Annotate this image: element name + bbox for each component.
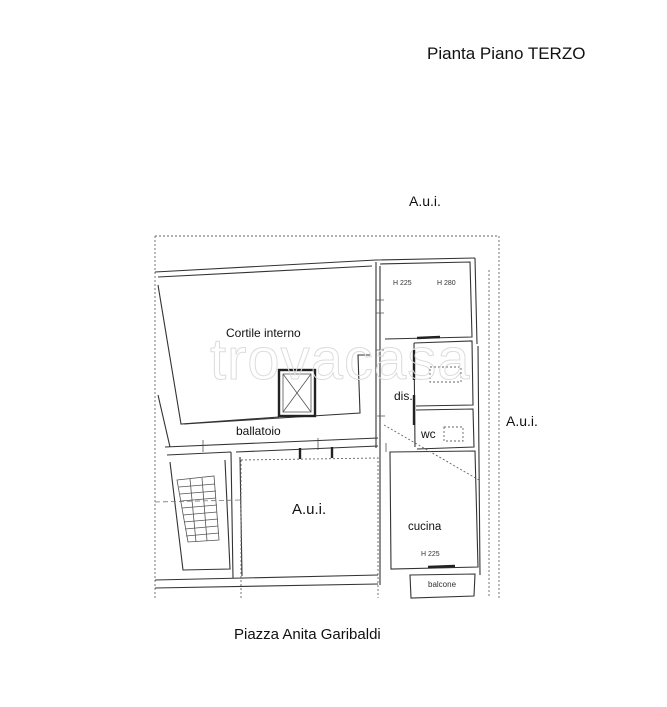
neighbor-label-top: A.u.i. [409,193,441,209]
room-label-bathroom: wc [421,427,436,441]
height-mark-kitchen: H 225 [421,551,440,558]
plan-title: Pianta Piano TERZO [427,44,586,63]
room-label-kitchen: cucina [408,521,442,533]
room-label-gallery: ballatoio [236,424,281,438]
neighbor-label-center: A.u.i. [292,501,327,518]
height-mark-room-right: H 280 [437,280,456,287]
room-label-balcony: balcone [428,580,457,589]
height-mark-room-left: H 225 [393,280,412,287]
room-label-hallway: dis. [394,389,413,403]
street-label: Piazza Anita Garibaldi [234,626,381,643]
room-label-courtyard: Cortile interno [226,326,301,340]
neighbor-label-right: A.u.i. [506,413,538,429]
